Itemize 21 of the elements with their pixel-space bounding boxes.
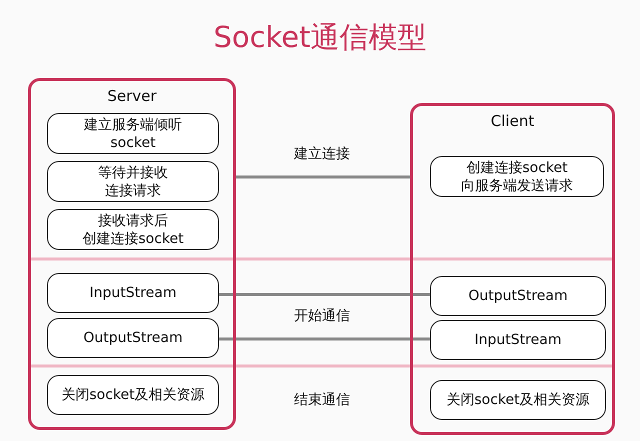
step-box: 等待并接收连接请求 <box>47 161 219 202</box>
panel-heading: Client <box>490 112 536 130</box>
step-box: InputStream <box>47 273 219 313</box>
connector-line <box>236 176 410 178</box>
panel <box>410 103 615 435</box>
panel-heading: Server <box>106 87 158 105</box>
connector-line <box>219 293 430 296</box>
step-box: 建立服务端倾听socket <box>47 113 219 154</box>
step-box: 接收请求后创建连接socket <box>47 209 219 250</box>
step-box: 创建连接socket向服务端发送请求 <box>430 156 604 197</box>
stage-label: 开始通信 <box>294 307 350 325</box>
connector-line <box>219 338 430 340</box>
step-box: 关闭socket及相关资源 <box>47 375 219 415</box>
step-box: 关闭socket及相关资源 <box>430 380 606 420</box>
step-box: OutputStream <box>47 318 219 358</box>
stage-label: 结束通信 <box>294 391 350 409</box>
panel <box>28 78 236 430</box>
step-box: InputStream <box>430 320 606 360</box>
title: Socket通信模型 <box>212 19 428 56</box>
stage-label: 建立连接 <box>294 145 350 163</box>
step-box: OutputStream <box>430 276 606 316</box>
